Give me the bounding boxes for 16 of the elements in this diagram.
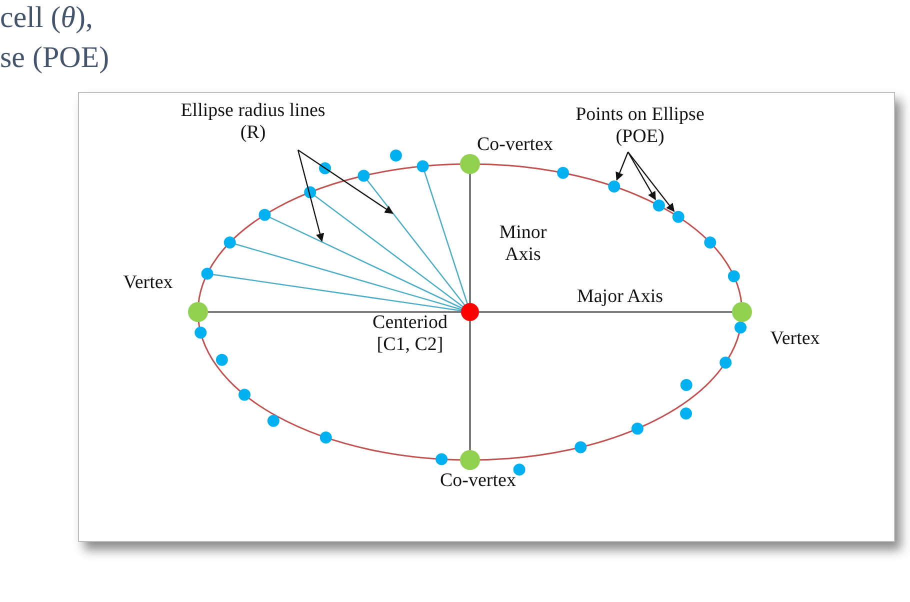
leader-line (298, 150, 394, 214)
point-label: Centeriod [C1, C2] (372, 312, 448, 356)
leader-line (627, 152, 656, 200)
point-label: Vertex (769, 328, 821, 350)
leader-line (297, 150, 324, 242)
slide-text: se (POE) (0, 40, 110, 76)
leader-line (628, 152, 675, 212)
point-label: Co-vertex (476, 134, 554, 156)
callout-text: Points on Ellipse (POE) (565, 104, 715, 148)
slide-text: cell (θ), (0, 0, 94, 36)
axis-label: Major Axis (576, 286, 664, 308)
point-label: Co-vertex (439, 470, 517, 492)
axis-label: Minor Axis (498, 222, 548, 266)
callout-text: Ellipse radius lines (R) (178, 100, 328, 144)
leader-line (616, 152, 629, 181)
point-label: Vertex (122, 272, 174, 294)
